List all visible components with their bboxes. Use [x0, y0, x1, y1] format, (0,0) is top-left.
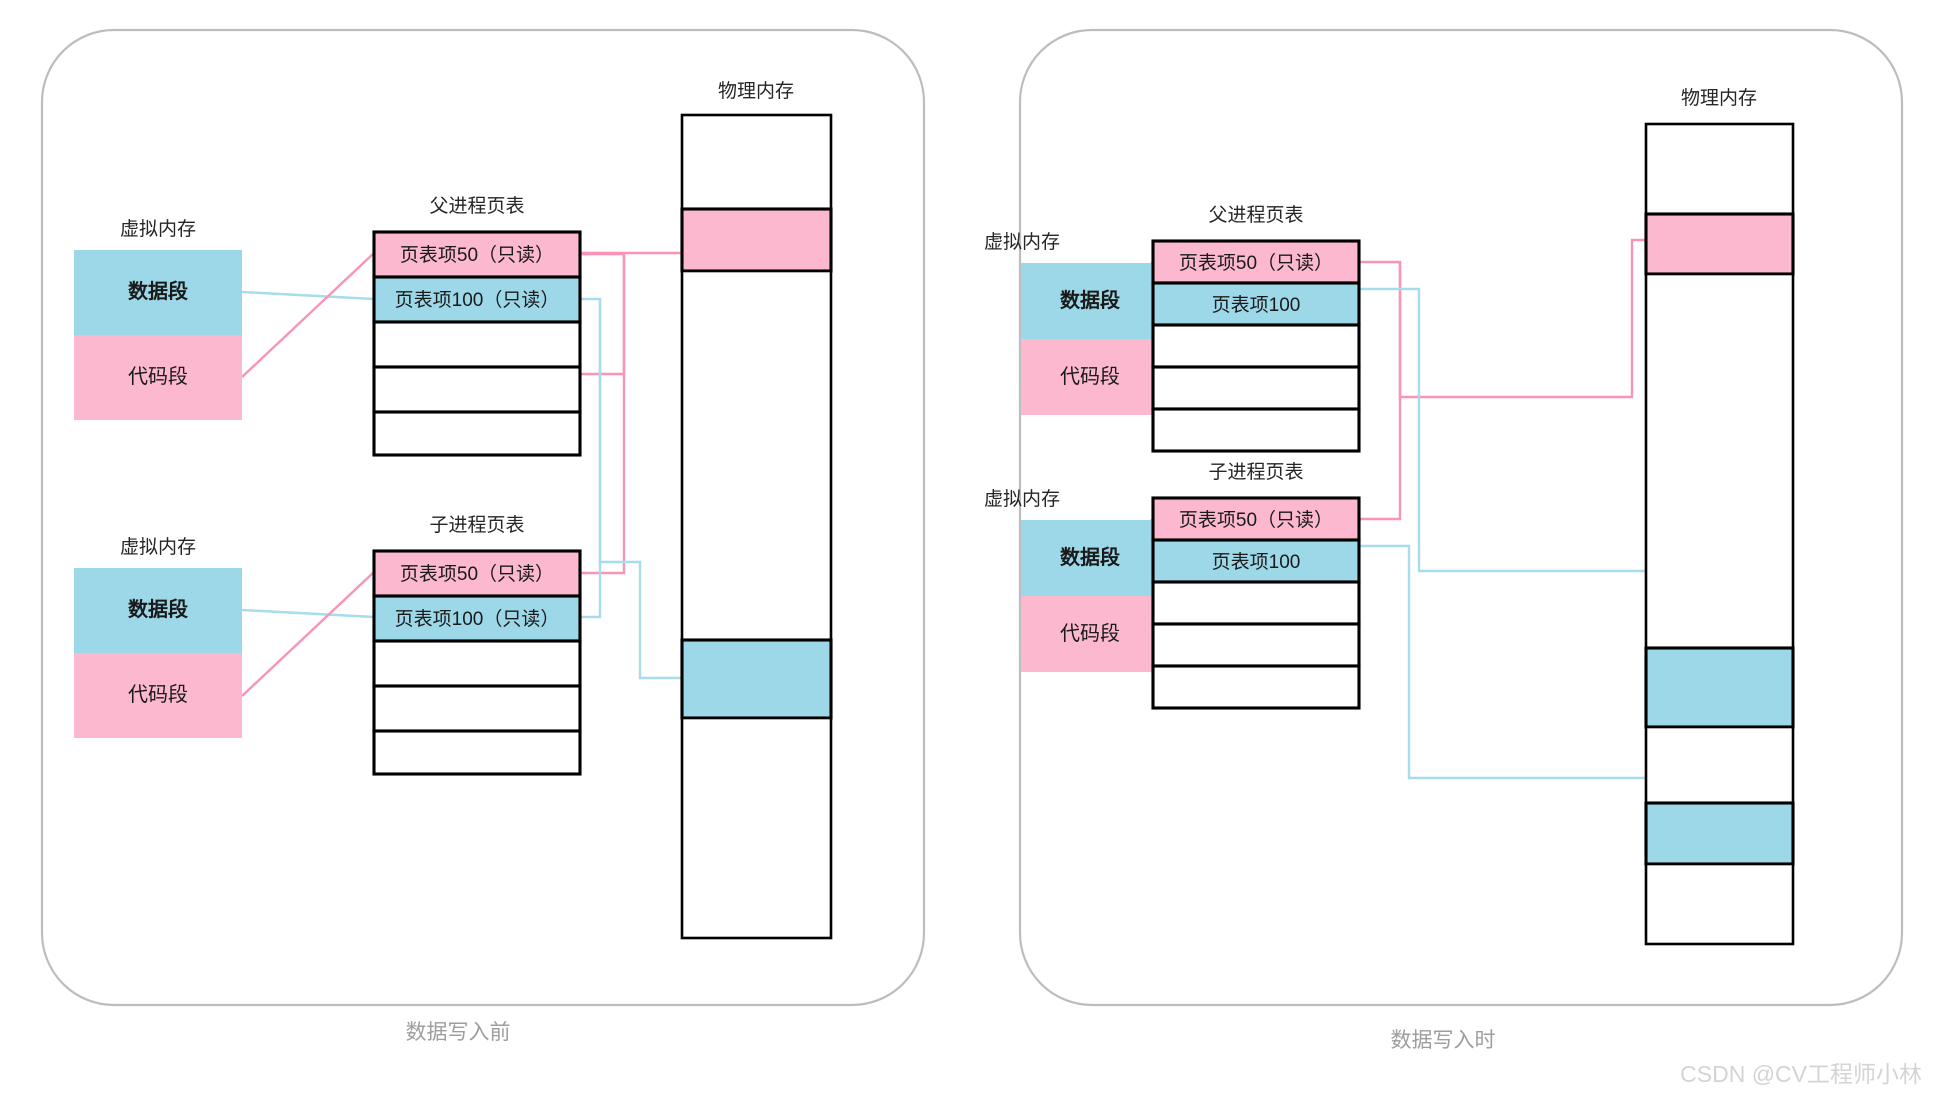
- page-table-row[interactable]: [372, 230, 582, 279]
- page-table-row[interactable]: [372, 594, 582, 643]
- segment-data: [74, 568, 242, 653]
- physical-memory-frame[interactable]: [1644, 212, 1795, 276]
- physical-memory-frame[interactable]: [1644, 862, 1795, 946]
- page-table-row[interactable]: [1151, 580, 1361, 626]
- page-table-row-label: 页表项50（只读）: [400, 244, 554, 266]
- page-table-row[interactable]: [1151, 622, 1361, 668]
- physical-memory-title-left: 物理内存: [718, 80, 794, 102]
- connector-parent-code-to-phys-pink: [1359, 238, 1646, 399]
- physical-memory-left: [680, 113, 833, 940]
- page-table-row[interactable]: [372, 320, 582, 369]
- virtual-memory-parent-left: 虚拟内存 数据段 代码段: [74, 218, 242, 420]
- page-table-parent-left: 父进程页表 页表项50（只读） 页表项100（只读）: [372, 195, 582, 457]
- leader-parent-data-segment: [241, 290, 375, 301]
- virtual-memory-title: 虚拟内存: [984, 488, 1060, 510]
- page-table-row-label: 页表项50（只读）: [400, 563, 554, 585]
- page-table-row-label: 页表项100（只读）: [395, 289, 560, 311]
- segment-data-label: 数据段: [128, 279, 188, 303]
- page-table-row-label: 页表项50（只读）: [1179, 252, 1333, 274]
- page-table-title: 父进程页表: [429, 195, 524, 217]
- connector-parent-data-to-phys-blue-1: [1359, 287, 1646, 573]
- virtual-memory-child-left: 虚拟内存 数据段 代码段: [74, 536, 242, 738]
- page-table-row[interactable]: [1151, 239, 1361, 285]
- watermark-label: CSDN @CV工程师小林: [1680, 1061, 1922, 1087]
- physical-memory-frame[interactable]: [680, 113, 833, 211]
- segment-code: [74, 335, 242, 420]
- connector-child-code-to-phys-pink: [1359, 262, 1402, 521]
- physical-memory-right: [1644, 122, 1795, 946]
- leader-child-data-segment: [241, 608, 375, 619]
- physical-memory-frame[interactable]: [1644, 122, 1795, 216]
- panel-during-write: 物理内存 虚拟内存 数据段 代码段 虚拟内存 数据段 代码段: [984, 28, 1904, 1052]
- segment-data-label: 数据段: [1060, 545, 1120, 569]
- page-table-row[interactable]: [372, 275, 582, 324]
- page-table-row[interactable]: [372, 365, 582, 414]
- page-table-row[interactable]: [1151, 281, 1361, 327]
- page-table-row[interactable]: [1151, 323, 1361, 369]
- page-table-row[interactable]: [1151, 664, 1361, 710]
- page-table-row-label: 页表项100: [1212, 294, 1301, 316]
- segment-code: [1021, 339, 1159, 415]
- physical-memory-frame[interactable]: [1644, 725, 1795, 805]
- segment-code-label: 代码段: [128, 365, 188, 388]
- virtual-memory-title: 虚拟内存: [984, 231, 1060, 253]
- page-table-row[interactable]: [1151, 538, 1361, 584]
- page-table-title: 子进程页表: [1208, 461, 1303, 483]
- segment-code-label: 代码段: [1060, 622, 1120, 645]
- physical-memory-frame[interactable]: [1644, 646, 1795, 729]
- physical-memory-frame[interactable]: [680, 269, 833, 642]
- physical-memory-frame[interactable]: [1644, 272, 1795, 650]
- connector-child-code-to-phys-pink: [580, 254, 626, 575]
- physical-memory-frame[interactable]: [680, 207, 833, 273]
- page-table-row-label: 页表项50（只读）: [1179, 509, 1333, 531]
- panel-caption-left: 数据写入前: [406, 1021, 511, 1044]
- connector-parent-data-to-phys-blue: [580, 297, 682, 680]
- physical-memory-frame[interactable]: [680, 638, 833, 720]
- segment-code: [74, 653, 242, 738]
- segment-code-label: 代码段: [128, 683, 188, 706]
- physical-memory-title-right: 物理内存: [1681, 87, 1757, 109]
- page-table-title: 父进程页表: [1208, 204, 1303, 226]
- page-table-row[interactable]: [1151, 496, 1361, 542]
- page-table-child-right: 子进程页表 页表项50（只读） 页表项100: [1151, 461, 1361, 710]
- page-table-row[interactable]: [372, 729, 582, 776]
- page-table-row-label: 页表项100: [1212, 551, 1301, 573]
- page-table-row[interactable]: [372, 410, 582, 457]
- leader-child-code-segment: [241, 571, 375, 697]
- segment-data: [1021, 263, 1159, 339]
- segment-data: [1021, 520, 1159, 596]
- page-table-child-left: 子进程页表 页表项50（只读） 页表项100（只读）: [372, 514, 582, 776]
- segment-data-label: 数据段: [1060, 288, 1120, 312]
- physical-memory-frame[interactable]: [680, 716, 833, 940]
- segment-code-label: 代码段: [1060, 365, 1120, 388]
- connector-child-data-to-phys-blue-2: [1359, 544, 1646, 780]
- page-table-row[interactable]: [1151, 365, 1361, 411]
- page-table-row[interactable]: [1151, 407, 1361, 453]
- virtual-memory-parent-right: 虚拟内存 数据段 代码段: [984, 231, 1159, 415]
- virtual-memory-child-right: 虚拟内存 数据段 代码段: [984, 488, 1159, 672]
- virtual-memory-title: 虚拟内存: [120, 536, 196, 558]
- page-table-parent-right: 父进程页表 页表项50（只读） 页表项100: [1151, 204, 1361, 453]
- connector-child-data-to-phys-blue: [580, 299, 602, 619]
- panel-caption-right: 数据写入时: [1391, 1029, 1496, 1052]
- segment-code: [1021, 596, 1159, 672]
- page-table-row[interactable]: [372, 549, 582, 598]
- page-table-row[interactable]: [372, 639, 582, 688]
- page-table-title: 子进程页表: [429, 514, 524, 536]
- panel-before-write: 物理内存 虚拟内存 数据段 代码段 虚拟内存 数据段 代码段: [40, 28, 926, 1044]
- segment-data: [74, 250, 242, 335]
- page-table-row[interactable]: [372, 684, 582, 733]
- physical-memory-frame[interactable]: [1644, 801, 1795, 866]
- leader-parent-code-segment: [241, 252, 375, 378]
- virtual-memory-title: 虚拟内存: [120, 218, 196, 240]
- segment-data-label: 数据段: [128, 597, 188, 621]
- page-table-row-label: 页表项100（只读）: [395, 608, 560, 630]
